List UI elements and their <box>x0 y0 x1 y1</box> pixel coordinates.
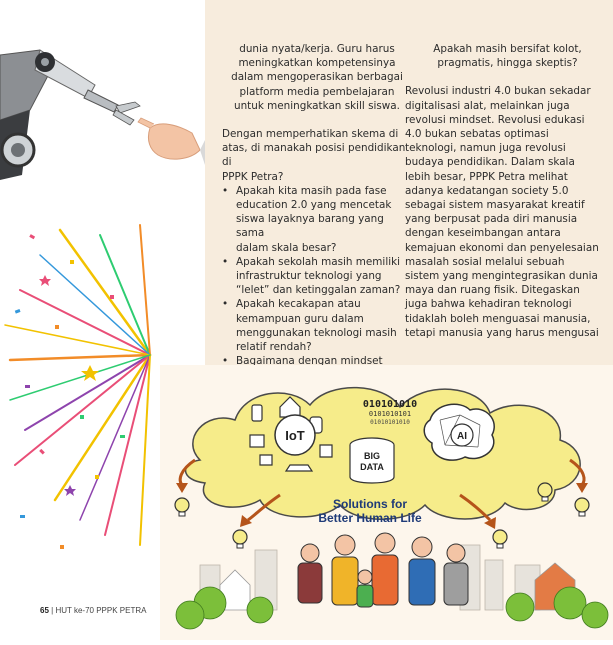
text-line: menggunakan teknologi masih <box>236 326 397 339</box>
text-line: infrastruktur teknologi yang <box>236 270 382 283</box>
text-line: digitalisasi alat, melainkan juga <box>405 99 570 112</box>
binary-text-1: 010101010 <box>363 399 417 410</box>
text-line: Dengan memperhatikan skema di <box>222 128 399 141</box>
text-line: Revolusi industri 4.0 bukan sekadar <box>405 85 591 98</box>
list-item: Apakah sekolah masih memiliki infrastruk… <box>222 255 412 298</box>
text-line: PPPK Petra? <box>222 170 284 183</box>
binary-text-2: 0101010101 <box>369 410 411 418</box>
text-line: “lelet” dan ketinggalan zaman? <box>236 284 401 297</box>
text-line: untuk meningkatkan skill siswa. <box>234 99 400 112</box>
text-line: tetapi manusia yang harus mengusai <box>405 326 599 339</box>
robot-hand-illustration <box>0 0 205 200</box>
text-line: sistem yang mengintegrasikan dunia <box>405 270 598 283</box>
text-line: platform media pembelajaran <box>239 85 395 98</box>
text-line: sebagai sistem masyarakat kreatif <box>405 199 585 212</box>
text-line: juga bahwa kehadiran teknologi <box>405 298 572 311</box>
page-number: 65 <box>40 606 49 615</box>
text-line: dalam skala besar? <box>236 241 337 254</box>
question-list: Apakah kita masih pada fase education 2.… <box>222 184 412 383</box>
text-line: tidaklah boleh menguasai manusia, <box>405 312 591 325</box>
text-line: Apakah sekolah masih memiliki <box>236 255 400 268</box>
text-line: maya dan ruang fisik. Ditegaskan <box>405 284 580 297</box>
paragraph-continuation: dunia nyata/kerja. Guru harus meningkatk… <box>222 42 412 113</box>
paragraph-question-end: Apakah masih bersifat kolot, pragmatis, … <box>405 42 610 70</box>
database-icon <box>349 437 395 484</box>
society-illustration: IoT 010101010 0101010101 01010101010 BIG… <box>160 365 613 640</box>
text-line: kemampuan guru dalam <box>236 312 364 325</box>
lightbulb-icon <box>574 497 590 517</box>
text-line: dengan keseimbangan antara <box>405 227 561 240</box>
text-line: masalah sosial melalui sebuah <box>405 255 565 268</box>
lightbulb-icon <box>174 497 190 517</box>
text-column-left: dunia nyata/kerja. Guru harus meningkatk… <box>222 42 412 383</box>
ai-label: AI <box>457 431 467 442</box>
text-line: Apakah masih bersifat kolot, <box>433 43 582 55</box>
text-line: revolusi mindset. Revolusi edukasi <box>405 113 585 126</box>
paragraph-intro: Dengan memperhatikan skema di atas, di m… <box>222 127 412 184</box>
lightbulb-icon <box>492 529 508 549</box>
society-illustration-art: IoT 010101010 0101010101 01010101010 BIG… <box>174 386 609 630</box>
lightbulb-icon <box>232 529 248 549</box>
page-footer: 65 | HUT ke-70 PPPK PETRA <box>40 606 146 615</box>
text-line: Apakah kita masih pada fase <box>236 184 387 197</box>
list-item: Apakah kecakapan atau kemampuan guru dal… <box>222 297 412 354</box>
binary-text-3: 01010101010 <box>370 419 410 426</box>
footer-separator: | <box>51 606 54 615</box>
bigdata-label-line1: BIG <box>364 451 380 461</box>
text-line: pragmatis, hingga skeptis? <box>437 57 578 70</box>
text-line: dunia nyata/kerja. Guru harus <box>239 43 395 55</box>
text-line: lebih besar, PPPK Petra melihat <box>405 170 568 183</box>
text-line: Apakah kecakapan atau <box>236 298 361 311</box>
text-line: relatif rendah? <box>236 341 312 354</box>
people-group <box>297 532 469 608</box>
text-line: education 2.0 yang mencetak <box>236 199 392 212</box>
list-item: Apakah kita masih pada fase education 2.… <box>222 184 412 255</box>
footer-text: HUT ke-70 PPPK PETRA <box>55 606 147 615</box>
text-line: meningkatkan kompetensinya <box>238 57 396 70</box>
text-line: kemajuan ekonomi dan penyelesaian <box>405 241 599 254</box>
headline-line-2: Better Human Life <box>318 511 422 525</box>
text-line: siswa layaknya barang yang sama <box>236 213 384 240</box>
headline-line-1: Solutions for <box>333 497 407 511</box>
bigdata-label-line2: DATA <box>360 462 384 472</box>
lightbulb-icon <box>537 482 553 502</box>
text-line: budaya pendidikan. Dalam skala <box>405 156 575 169</box>
text-line: yang berpusat pada diri manusia <box>405 213 578 226</box>
iot-label: IoT <box>285 428 305 443</box>
text-column-right: Apakah masih bersifat kolot, pragmatis, … <box>405 42 610 340</box>
text-line: atas, di manakah posisi pendidikan di <box>222 142 406 169</box>
text-line: 4.0 bukan sebatas optimasi <box>405 128 549 141</box>
text-line: teknologi, namun juga revolusi <box>405 142 566 155</box>
text-line: dalam mengoperasikan berbagai <box>231 71 403 84</box>
confetti-burst-decoration <box>4 224 152 549</box>
paragraph-revolution: Revolusi industri 4.0 bukan sekadar digi… <box>405 84 610 340</box>
text-line: adanya kedatangan society 5.0 <box>405 184 569 197</box>
